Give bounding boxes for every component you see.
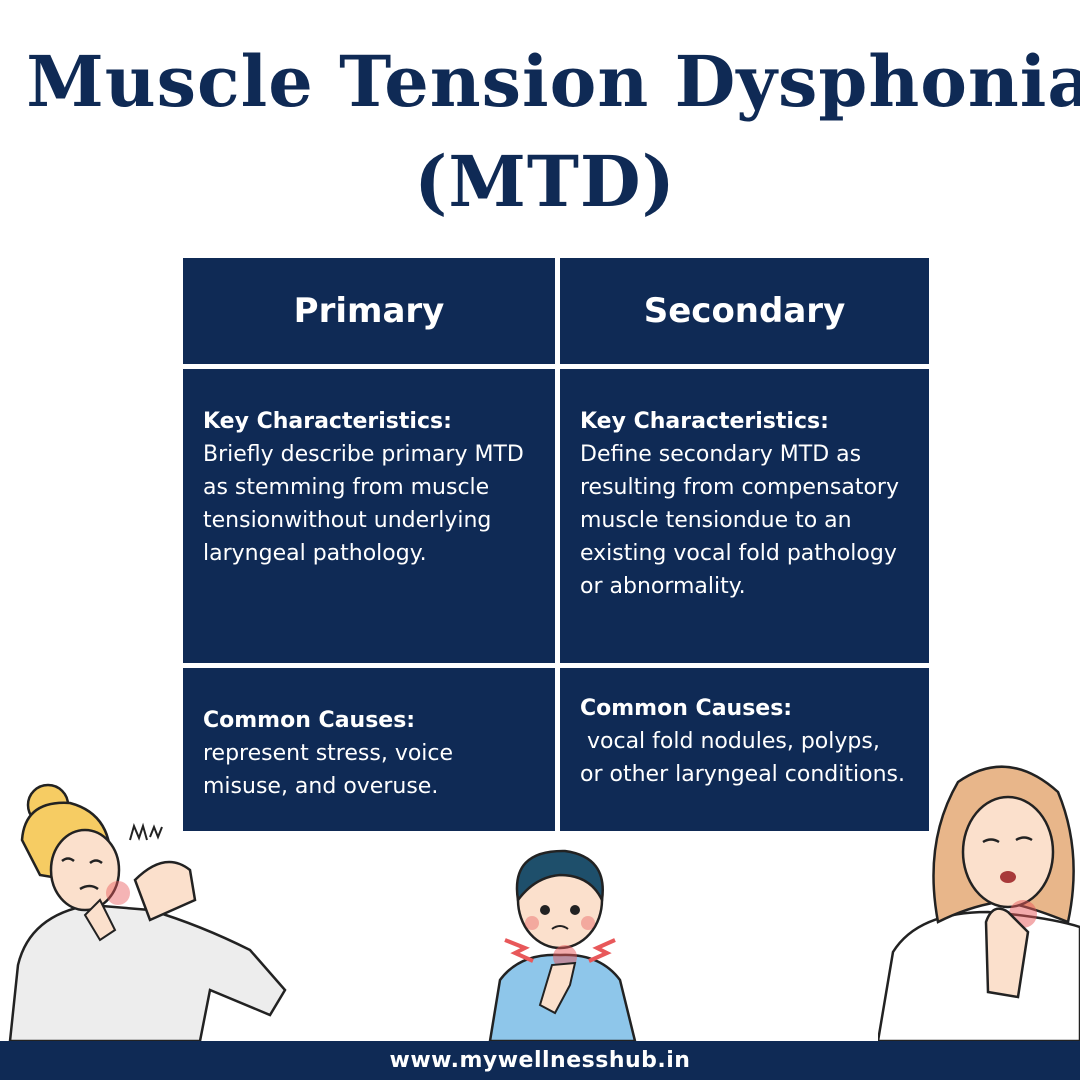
header-secondary: Secondary: [560, 258, 929, 364]
cell-label: Common Causes:: [580, 696, 793, 721]
page-subtitle-abbreviation: (MTD): [414, 140, 676, 223]
cell-label: Key Characteristics:: [203, 409, 452, 434]
website-footer[interactable]: www.mywellnesshub.in: [0, 1041, 1080, 1080]
header-primary: Primary: [183, 258, 555, 364]
boy-sore-throat-illustration: [488, 849, 637, 1041]
cell-label: Key Characteristics:: [580, 409, 829, 434]
cell-text: represent stress, voice misuse, and over…: [203, 741, 454, 799]
woman-neck-pain-illustration: [8, 783, 287, 1041]
cell-text: Briefly describe primary MTD as stemming…: [203, 442, 524, 566]
woman-throat-pain-illustration: [878, 765, 1080, 1041]
cell-text: vocal fold nodules, polyps, or other lar…: [580, 729, 905, 787]
cell-secondary-causes: Common Causes: vocal fold nodules, polyp…: [560, 668, 929, 831]
cell-secondary-characteristics: Key Characteristics: Define secondary MT…: [560, 369, 929, 663]
cell-text: Define secondary MTD as resulting from c…: [580, 442, 899, 599]
cell-primary-causes: Common Causes: represent stress, voice m…: [183, 668, 555, 831]
page-title: Muscle Tension Dysphonia: [26, 40, 1080, 123]
cell-primary-characteristics: Key Characteristics: Briefly describe pr…: [183, 369, 555, 663]
cell-label: Common Causes:: [203, 708, 416, 733]
